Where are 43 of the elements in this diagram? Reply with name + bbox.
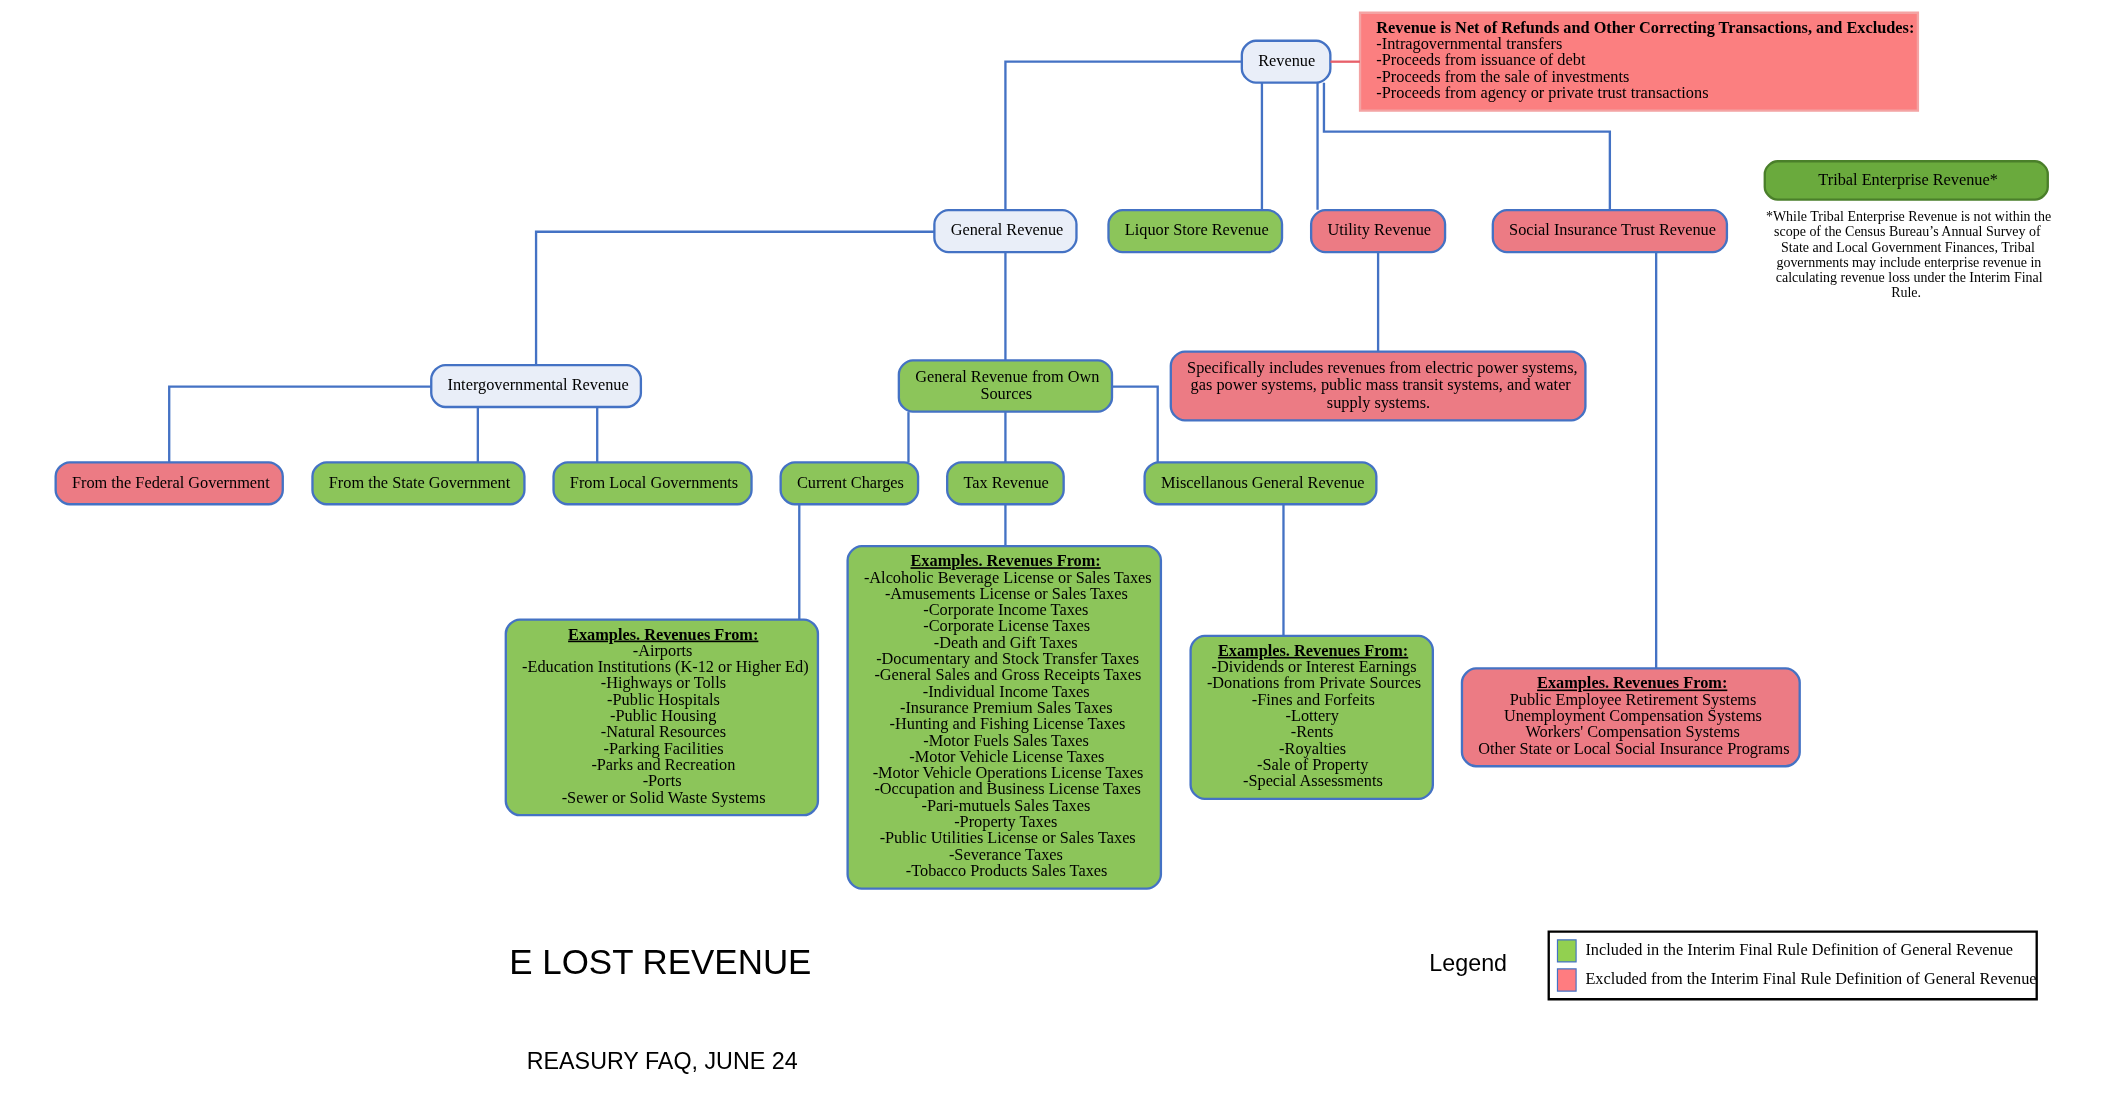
legend-label: Included in the Interim Final Rule Definition of General Revenue: [1585, 940, 2014, 960]
node-label: *While Tribal Enterprise Revenue is not within the scope of the Census Bureau’s Annual Survey of State and Local Government Finances, Tribal governments may include enterprise revenue in calculating revenue loss under the Interim Final Rule.: [1765, 209, 2052, 301]
connector: [534, 230, 935, 365]
legend-label: Excluded from the Interim Final Rule Definition of General Revenue: [1585, 969, 2037, 989]
connector: [476, 407, 479, 463]
node-box: Examples. Revenues From: Public Employee Retirement Systems Unemployment Compensation Systems Workers' Compensation Systems Other State or Local Social Insurance Programs: [1460, 667, 1801, 768]
connector: [1260, 82, 1264, 210]
node-box: From the Federal Government: [54, 461, 284, 506]
connector: [1322, 82, 1612, 210]
label: E LOST REVENUE: [509, 942, 812, 982]
node-box: Revenue: [1240, 39, 1332, 84]
node-box: Examples. Revenues From: -Airports -Education Institutions (K-12 or Higher Ed) -Highways or Tolls -Public Hospitals -Public Housing -Natural Resources -Parking Facilities -Parks and Recreation -Ports -Sewer or Solid Waste Systems: [504, 618, 820, 817]
node-box: Intergovernmental Revenue: [430, 363, 643, 409]
connector: [1004, 60, 1242, 210]
node-box: From Local Governments: [552, 461, 753, 506]
connector: [1330, 60, 1360, 63]
connector: [1004, 252, 1007, 360]
node-box: Examples. Revenues From: -Alcoholic Beverage License or Sales Taxes -Amusements License or Sales Taxes -Corporate Income Taxes -Corporate License Taxes -Death and Gift Taxes -Documentary and Stock Transfer Taxes -General Sales and Gross Receipts Taxes -Individual Income Taxes -Insurance Premium Sales Taxes -Hunting and Fishing License Taxes -Motor Fuels Sales Taxes -Motor Vehicle License Taxes -Motor Vehicle Operations License Taxes -Occupation and Business License Taxes -Pari-mutuels Sales Taxes -Property Taxes -Public Utilities License or Sales Taxes -Severance Taxes -Tobacco Products Sales Taxes: [846, 545, 1163, 890]
label: REASURY FAQ, JUNE 24: [526, 1048, 798, 1075]
node-box: Liquor Store Revenue: [1107, 209, 1284, 254]
node-box: From the State Government: [311, 461, 526, 506]
node-box: Specifically includes revenues from electric power systems, gas power systems, public mass transit systems, and water supply systems.: [1169, 350, 1587, 422]
node-box: Utility Revenue: [1309, 209, 1447, 254]
connector: [907, 412, 910, 463]
node-box: Revenue is Net of Refunds and Other Correcting Transactions, and Excludes: -Intragovernmental transfers -Proceeds from issuance of debt -Proceeds from the sale of investments -Proceeds from agency or private trust transactions: [1358, 11, 1920, 112]
connector: [1004, 412, 1007, 463]
node-box: General Revenue: [933, 209, 1078, 254]
node-box: Tax Revenue: [946, 461, 1065, 506]
connector: [1112, 385, 1159, 463]
connector: [1004, 504, 1007, 546]
connector: [596, 407, 599, 463]
node-box: Miscellanous General Revenue: [1143, 461, 1378, 506]
connector: [1655, 252, 1658, 669]
node-box: General Revenue from Own Sources: [897, 359, 1114, 413]
node-box: Social Insurance Trust Revenue: [1491, 209, 1729, 254]
connector: [1376, 252, 1380, 352]
node-box: Examples. Revenues From: -Dividends or Interest Earnings -Donations from Private Sources -Fines and Forfeits -Lottery -Rents -Royalties -Sale of Property -Special Assessments: [1189, 634, 1434, 801]
label: Legend: [1429, 950, 1508, 977]
connector: [1316, 82, 1319, 210]
connector: [1282, 504, 1285, 636]
connector: [168, 385, 431, 463]
connector: [798, 504, 801, 620]
node-box: Current Charges: [779, 461, 920, 506]
